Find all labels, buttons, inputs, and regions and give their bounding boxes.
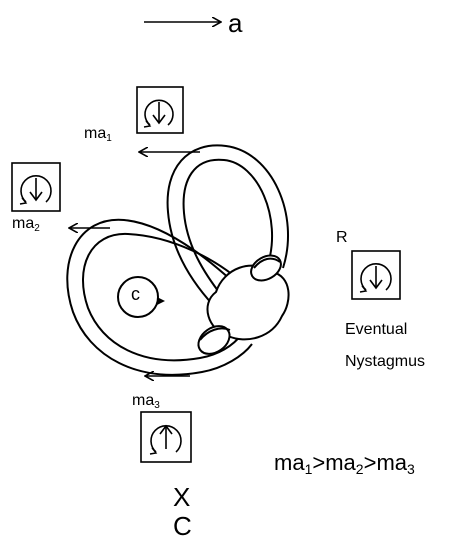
ma3-label: ma3 — [132, 393, 160, 411]
canal-structure — [67, 145, 288, 374]
ma2-rotation-box — [12, 163, 60, 211]
top-arrow-label: a — [228, 10, 242, 36]
eventual-nystagmus-box — [352, 251, 400, 299]
axis-c-label: C — [173, 513, 192, 539]
ma1-label: ma1 — [84, 126, 112, 144]
eventual-line1: Eventual — [345, 322, 407, 338]
eventual-line2: Nystagmus — [345, 354, 425, 370]
ma2-label: ma2 — [12, 216, 40, 234]
ma1-rotation-box — [137, 87, 183, 133]
canal-center-label: c — [131, 285, 140, 303]
axis-x-label: X — [173, 484, 190, 510]
center-small-arrow — [157, 297, 165, 305]
relation-formula: ma1>ma2>ma3 — [274, 452, 415, 476]
right-box-label: R — [336, 230, 348, 246]
ma3-rotation-box — [141, 412, 191, 462]
